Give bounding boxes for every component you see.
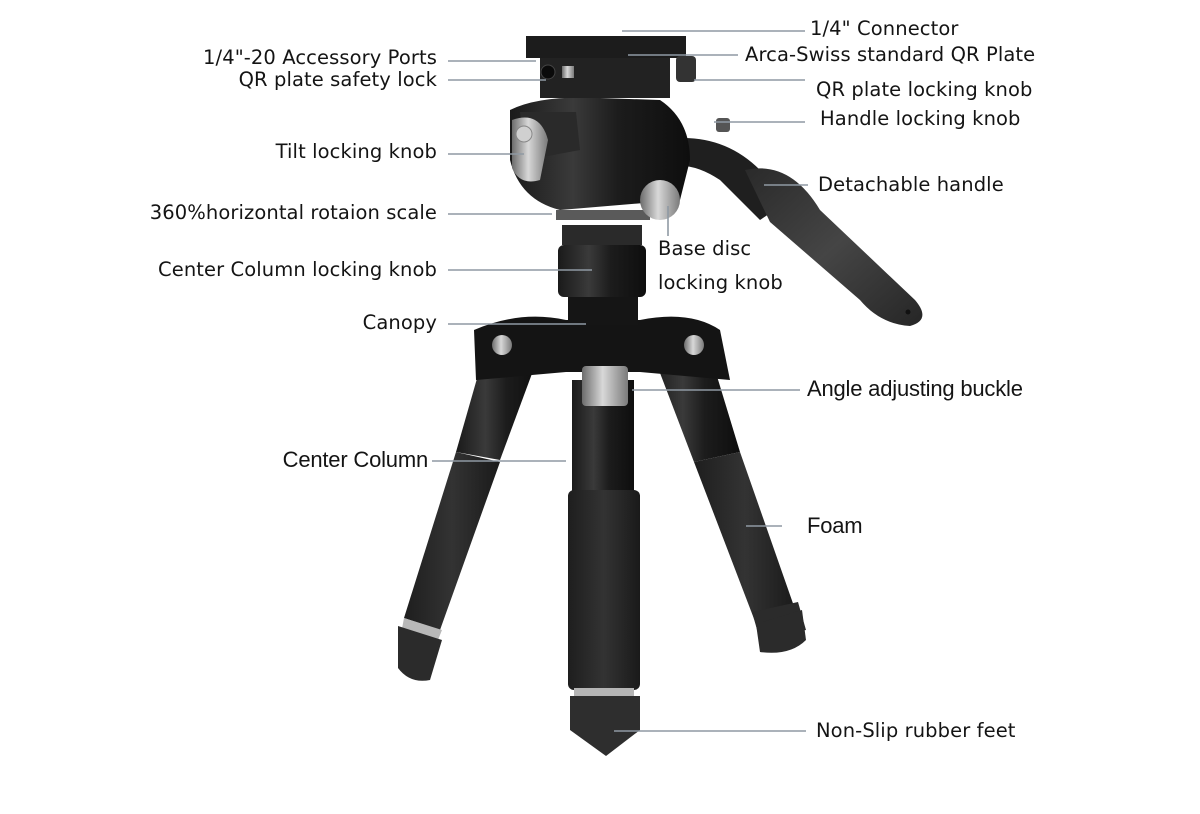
label-angle-buckle: Angle adjusting buckle <box>807 376 1023 401</box>
label-center-column: Center Column <box>282 447 429 472</box>
center-column <box>568 380 640 756</box>
leader-lines <box>432 30 808 732</box>
left-leg <box>398 340 540 681</box>
handle <box>660 138 923 326</box>
label-rubber-feet: Non-Slip rubber feet <box>816 719 1016 742</box>
canopy <box>474 316 730 406</box>
label-base-disc-line2: locking knob <box>658 271 783 294</box>
label-column-locking-knob: Center Column locking knob <box>158 258 437 281</box>
label-safety-lock: QR plate safety lock <box>238 68 437 91</box>
label-canopy: Canopy <box>362 311 437 334</box>
label-accessory-ports: 1/4"-20 Accessory Ports <box>203 46 437 69</box>
column-lock <box>556 210 650 325</box>
label-arca-plate: Arca-Swiss standard QR Plate <box>745 43 1036 66</box>
label-detachable-handle: Detachable handle <box>818 173 1004 196</box>
label-connector: 1/4" Connector <box>810 17 959 40</box>
fluid-head <box>510 36 730 220</box>
right-leg <box>652 340 806 653</box>
label-qr-locking-knob: QR plate locking knob <box>816 78 1033 101</box>
label-foam: Foam <box>807 513 863 538</box>
label-handle-locking-knob: Handle locking knob <box>820 107 1021 130</box>
label-tilt-locking-knob: Tilt locking knob <box>275 140 437 163</box>
label-rotation-scale: 360%horizontal rotaion scale <box>149 201 437 224</box>
label-base-disc-line1: Base disc <box>658 237 752 260</box>
